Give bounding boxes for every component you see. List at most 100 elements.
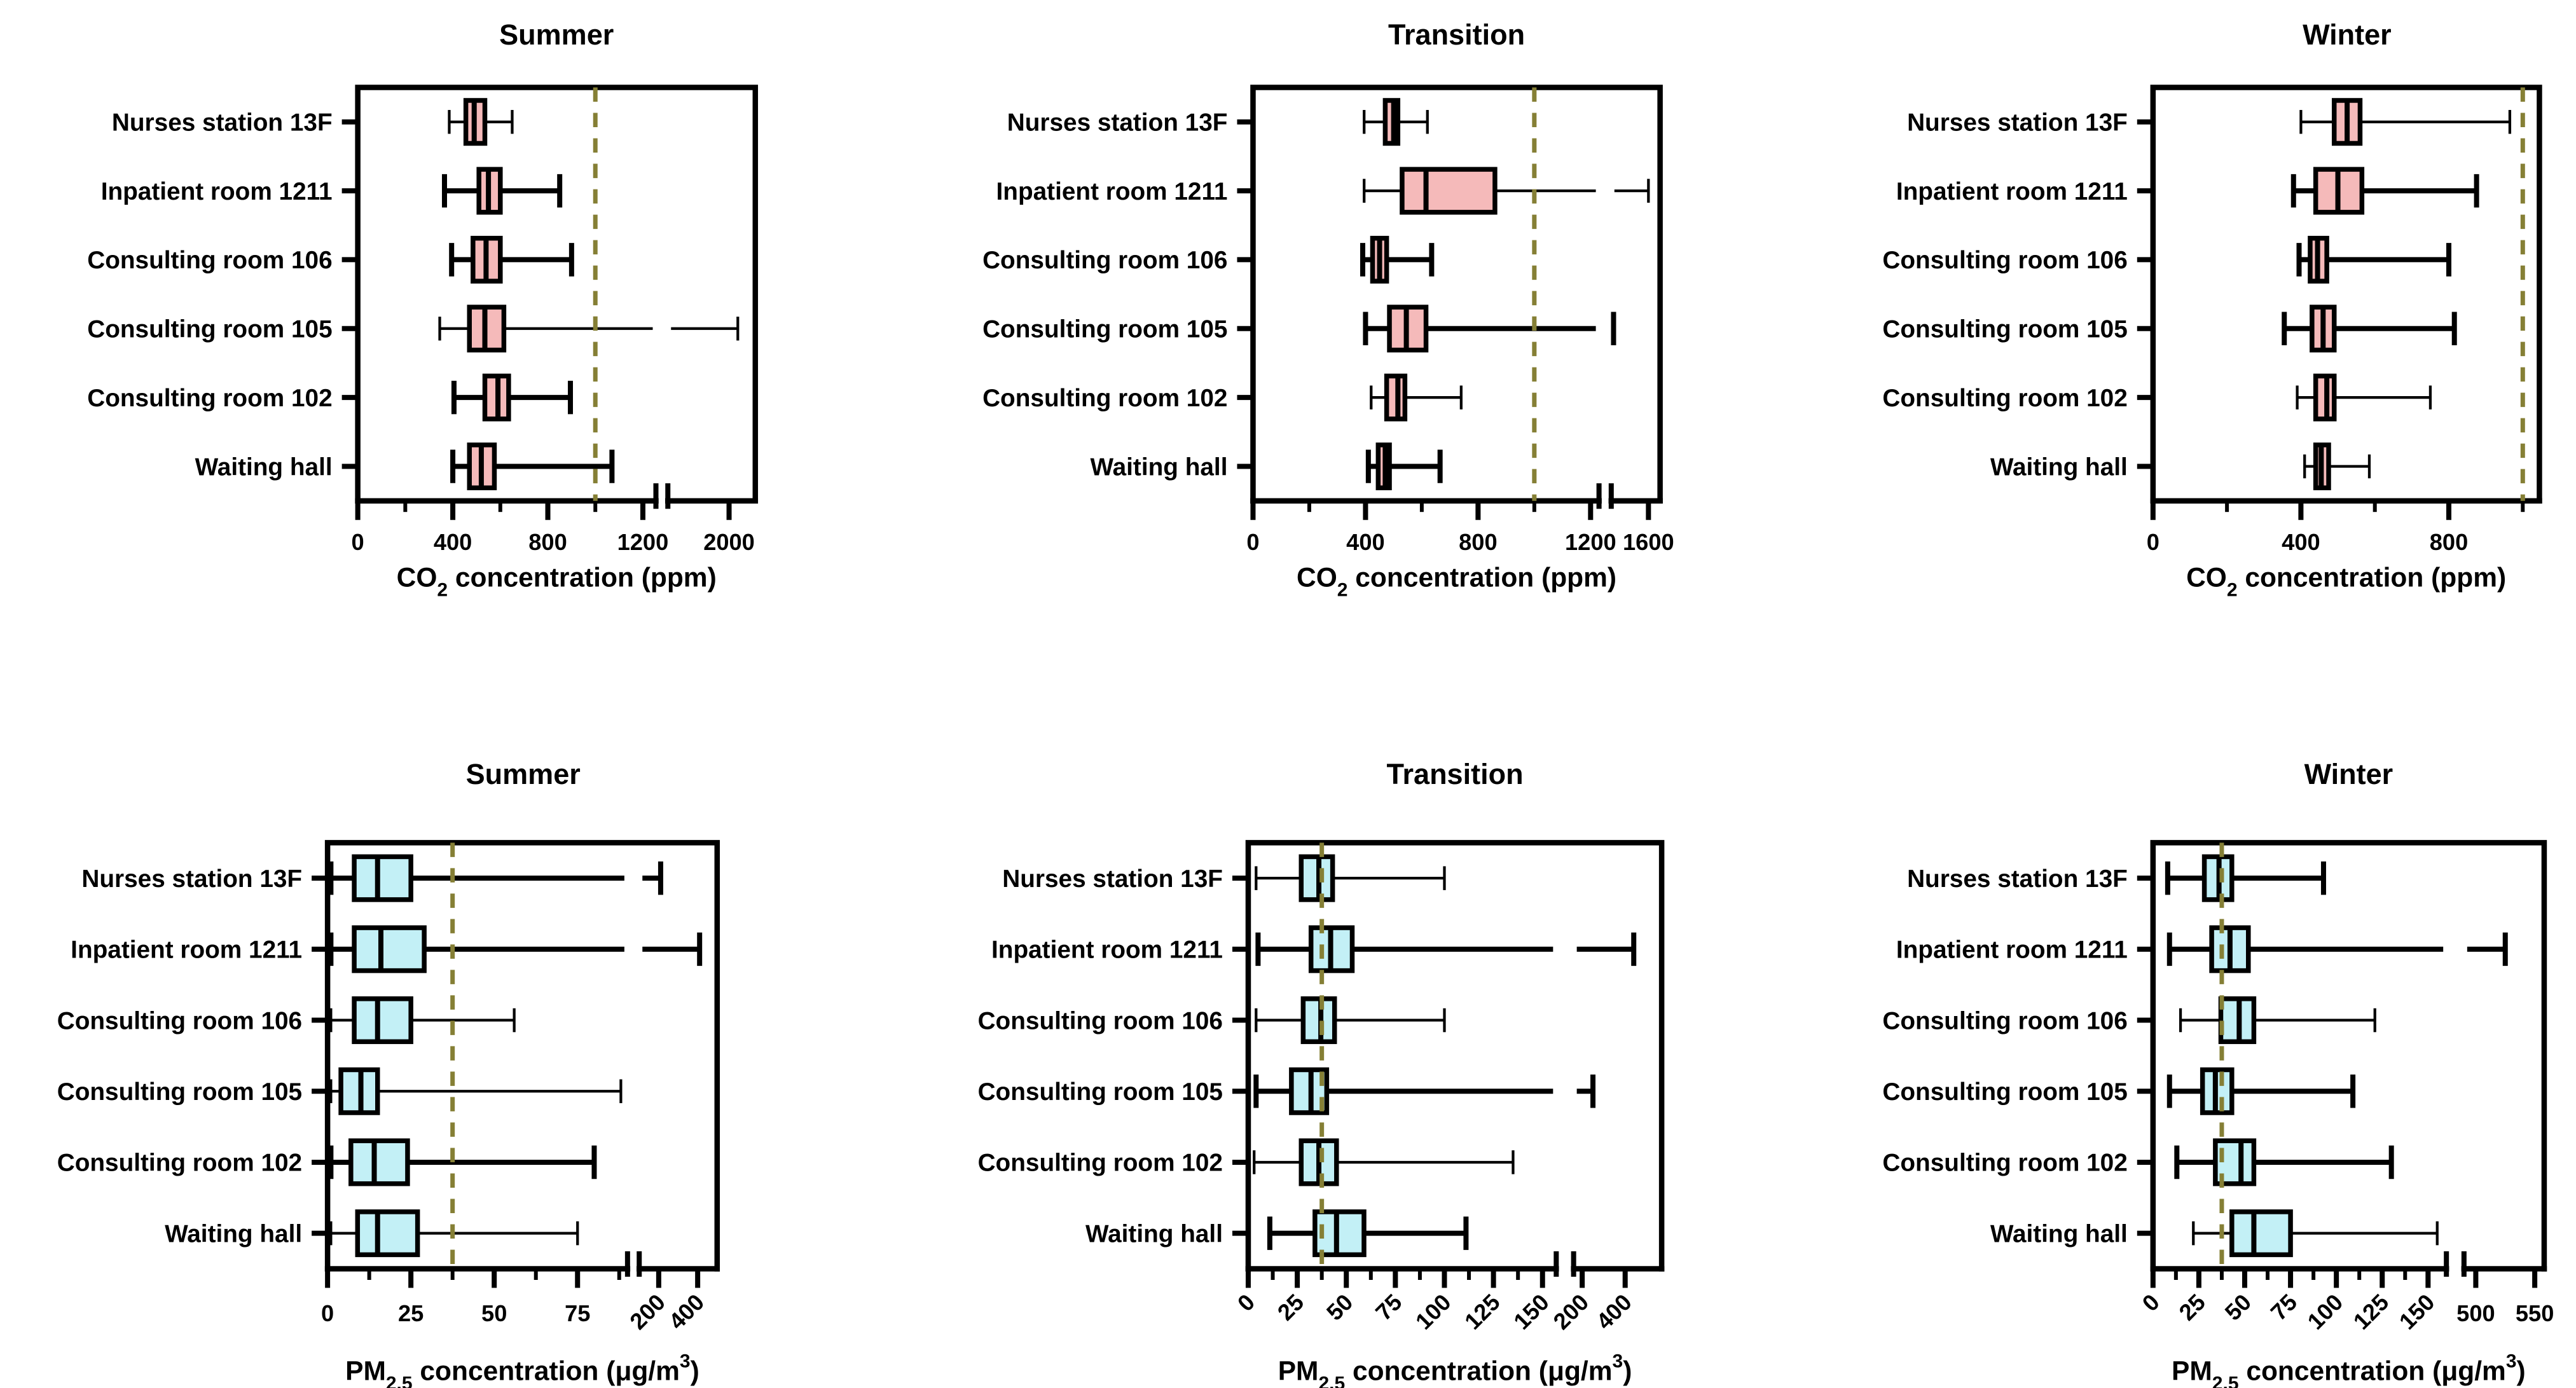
category-label: Consulting room 102 bbox=[982, 385, 1227, 412]
category-label: Consulting room 106 bbox=[1882, 1007, 2127, 1034]
boxplot-pm25-transition-row-1 bbox=[1255, 925, 1637, 973]
category-label: Consulting room 102 bbox=[57, 1150, 302, 1177]
boxplot-co2-summer-row-0 bbox=[448, 98, 514, 146]
boxplot-pm25-winter-row-2 bbox=[2179, 996, 2376, 1045]
category-label: Waiting hall bbox=[1990, 453, 2128, 481]
category-label: Nurses station 13F bbox=[1907, 865, 2128, 893]
x-axis-label: CO2 concentration (ppm) bbox=[1297, 563, 1616, 601]
x-tick-label: 25 bbox=[2174, 1289, 2211, 1326]
iqr-box bbox=[1312, 1209, 1367, 1258]
boxplot-co2-winter-row-1 bbox=[2290, 167, 2479, 215]
x-tick-label: 2000 bbox=[703, 529, 755, 555]
x-tick-label: 200 bbox=[1548, 1289, 1594, 1335]
boxplot-co2-summer-row-1 bbox=[441, 167, 563, 215]
x-tick-label: 0 bbox=[321, 1300, 334, 1326]
x-tick-label: 400 bbox=[434, 529, 472, 555]
x-tick-label: 1200 bbox=[617, 529, 669, 555]
x-tick-label: 0 bbox=[352, 529, 364, 555]
panel-title: Summer bbox=[499, 19, 614, 52]
category-label: Waiting hall bbox=[195, 453, 333, 481]
boxplot-co2-summer-row-2 bbox=[449, 235, 574, 284]
x-tick-label: 400 bbox=[1346, 529, 1384, 555]
boxplot-pm25-winter-row-1 bbox=[2166, 925, 2508, 973]
plot-frame bbox=[1245, 840, 1665, 1272]
plot-frame bbox=[1250, 85, 1663, 504]
category-label: Inpatient room 1211 bbox=[1896, 937, 2128, 964]
iqr-box bbox=[352, 854, 413, 902]
boxplot-co2-winter-row-5 bbox=[2303, 443, 2371, 491]
category-label: Consulting room 105 bbox=[978, 1078, 1223, 1106]
boxplot-co2-transition-row-3 bbox=[1363, 305, 1616, 353]
x-tick-label: 800 bbox=[528, 529, 567, 555]
iqr-box bbox=[355, 1209, 420, 1258]
category-label: Nurses station 13F bbox=[1007, 109, 1228, 136]
x-tick-label: 800 bbox=[1459, 529, 1497, 555]
boxplot-pm25-summer-row-4 bbox=[328, 1138, 597, 1186]
boxplot-co2-winter-row-0 bbox=[2299, 98, 2512, 146]
panel-title: Winter bbox=[2303, 19, 2392, 52]
x-tick-label: 400 bbox=[1591, 1289, 1637, 1335]
x-tick-label: 0 bbox=[2147, 529, 2159, 555]
panel-title: Winter bbox=[2304, 758, 2393, 790]
boxplot-pm25-summer-row-0 bbox=[328, 854, 663, 902]
x-tick-label: 1600 bbox=[1623, 529, 1674, 555]
x-tick-label: 400 bbox=[664, 1289, 710, 1335]
category-label: Nurses station 13F bbox=[1907, 109, 2128, 136]
x-tick-label: 150 bbox=[2394, 1289, 2440, 1335]
x-tick-label: 25 bbox=[1272, 1289, 1309, 1326]
category-label: Consulting room 106 bbox=[57, 1007, 302, 1034]
category-label: Waiting hall bbox=[1085, 1220, 1223, 1247]
boxplot-pm25-summer-row-3 bbox=[329, 1067, 623, 1115]
category-label: Consulting room 106 bbox=[1882, 247, 2127, 274]
x-tick-label: 50 bbox=[1321, 1289, 1358, 1326]
boxplot-pm25-summer-row-5 bbox=[329, 1209, 579, 1258]
x-tick-label: 550 bbox=[2516, 1300, 2554, 1326]
x-tick-label: 100 bbox=[2303, 1289, 2348, 1335]
category-label: Nurses station 13F bbox=[1002, 865, 1223, 893]
x-axis-label: PM2.5 concentration (μg/m3) bbox=[1278, 1351, 1632, 1388]
boxplot-pm25-transition-row-0 bbox=[1255, 854, 1446, 902]
category-label: Consulting room 102 bbox=[978, 1150, 1223, 1177]
x-tick-label: 500 bbox=[2456, 1300, 2495, 1326]
boxplot-pm25-summer-row-1 bbox=[328, 925, 703, 973]
x-tick-label: 50 bbox=[481, 1300, 507, 1326]
category-label: Waiting hall bbox=[1090, 453, 1227, 481]
x-tick-label: 100 bbox=[1410, 1289, 1456, 1335]
plot-frame bbox=[2150, 840, 2547, 1272]
category-label: Consulting room 106 bbox=[978, 1007, 1223, 1034]
boxplot-co2-transition-row-0 bbox=[1363, 98, 1429, 146]
category-label: Consulting room 105 bbox=[1882, 316, 2127, 343]
category-label: Consulting room 105 bbox=[982, 316, 1227, 343]
x-tick-label: 0 bbox=[2137, 1289, 2165, 1316]
x-axis-label: CO2 concentration (ppm) bbox=[2186, 563, 2506, 601]
x-tick-label: 125 bbox=[1459, 1289, 1505, 1335]
x-tick-label: 75 bbox=[2266, 1289, 2303, 1326]
plot-frame bbox=[324, 840, 720, 1272]
x-tick-label: 0 bbox=[1232, 1289, 1260, 1316]
category-label: Inpatient room 1211 bbox=[1896, 178, 2128, 205]
category-label: Consulting room 106 bbox=[87, 247, 332, 274]
category-label: Consulting room 106 bbox=[982, 247, 1227, 274]
category-label: Inpatient room 1211 bbox=[991, 937, 1223, 964]
boxplot-co2-summer-row-5 bbox=[450, 443, 615, 491]
x-tick-label: 400 bbox=[2282, 529, 2320, 555]
boxplot-co2-winter-row-3 bbox=[2282, 305, 2457, 353]
panel-title: Summer bbox=[465, 758, 581, 790]
iqr-box bbox=[348, 1138, 410, 1186]
x-tick-label: 50 bbox=[2220, 1289, 2257, 1326]
iqr-box bbox=[352, 925, 427, 973]
iqr-box bbox=[1400, 167, 1498, 215]
x-axis-label: PM2.5 concentration (μg/m3) bbox=[2172, 1351, 2526, 1388]
category-label: Waiting hall bbox=[1990, 1220, 2128, 1247]
